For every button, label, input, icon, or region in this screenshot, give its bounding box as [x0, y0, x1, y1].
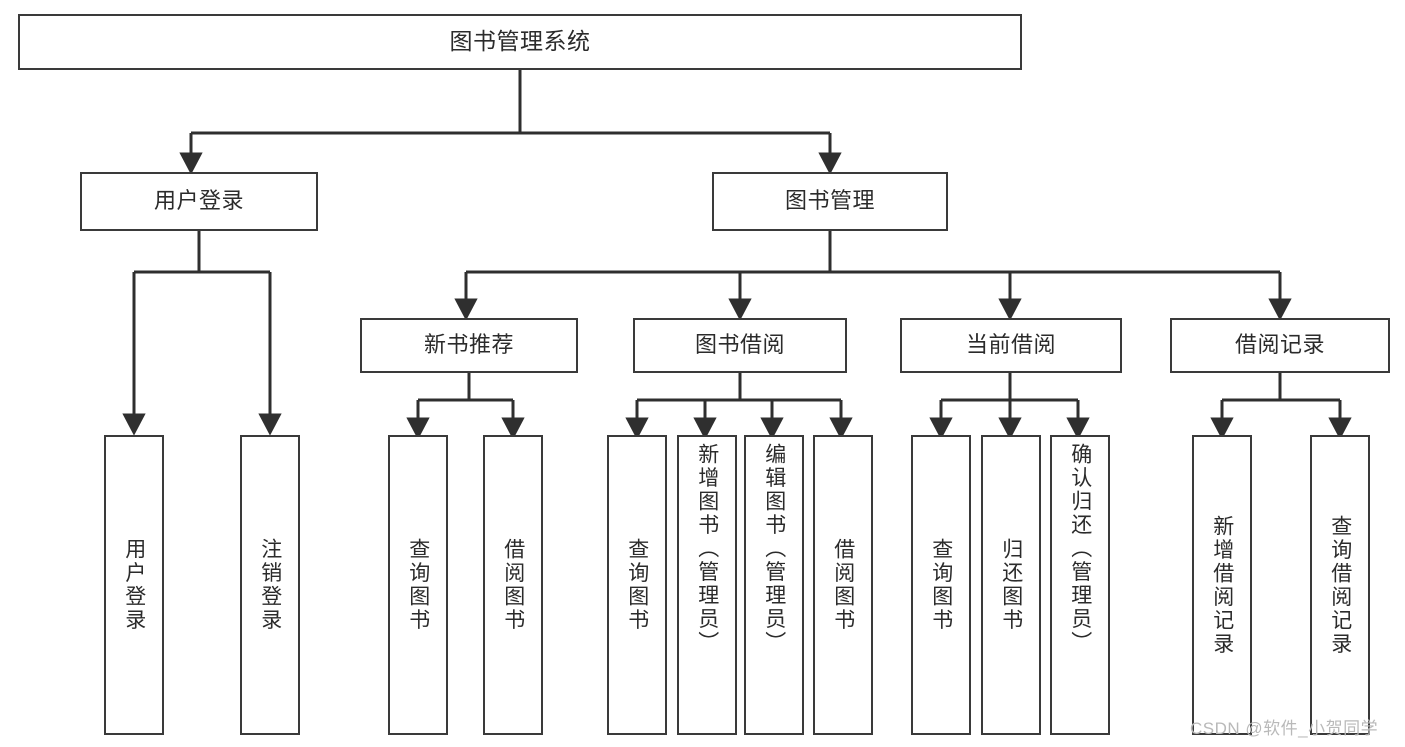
node-label: 借阅图书 — [831, 538, 855, 632]
node-label: 查询图书 — [929, 538, 953, 632]
node-leaf-query-book-3[interactable]: 查询图书 — [911, 435, 971, 735]
node-leaf-user-login[interactable]: 用户登录 — [104, 435, 164, 735]
node-label: 新增借阅记录 — [1210, 514, 1234, 656]
node-label: 用户登录 — [153, 188, 244, 214]
node-leaf-logout[interactable]: 注销登录 — [240, 435, 300, 735]
node-book-management-system[interactable]: 图书管理系统 — [18, 14, 1022, 70]
node-leaf-query-record[interactable]: 查询借阅记录 — [1310, 435, 1370, 735]
node-label: 图书管理 — [784, 188, 875, 214]
node-leaf-query-book-1[interactable]: 查询图书 — [388, 435, 448, 735]
node-user-login[interactable]: 用户登录 — [80, 172, 318, 231]
node-borrowing-records[interactable]: 借阅记录 — [1170, 318, 1390, 373]
node-leaf-borrow-book-2[interactable]: 借阅图书 — [813, 435, 873, 735]
node-label: 图书借阅 — [694, 332, 785, 358]
node-label: 借阅图书 — [501, 538, 525, 632]
node-label: 借阅记录 — [1234, 332, 1325, 358]
node-label: 查询借阅记录 — [1328, 514, 1352, 656]
node-current-borrowing[interactable]: 当前借阅 — [900, 318, 1122, 373]
node-leaf-query-book-2[interactable]: 查询图书 — [607, 435, 667, 735]
node-label: 查询图书 — [406, 538, 430, 632]
node-book-borrowing[interactable]: 图书借阅 — [633, 318, 847, 373]
node-label: 用户登录 — [122, 538, 146, 632]
node-leaf-borrow-book-1[interactable]: 借阅图书 — [483, 435, 543, 735]
node-leaf-add-book[interactable]: 新增图书（管理员） — [677, 435, 737, 735]
csdn-watermark: CSDN @软件_小贺同学 — [1190, 719, 1379, 738]
node-label: 当前借阅 — [965, 332, 1056, 358]
node-book-management[interactable]: 图书管理 — [712, 172, 948, 231]
node-label: 查询图书 — [625, 538, 649, 632]
node-leaf-edit-book[interactable]: 编辑图书（管理员） — [744, 435, 804, 735]
node-leaf-confirm-return[interactable]: 确认归还（管理员） — [1050, 435, 1110, 735]
node-label: 编辑图书（管理员） — [762, 443, 786, 655]
node-label: 新书推荐 — [423, 332, 514, 358]
node-leaf-add-record[interactable]: 新增借阅记录 — [1192, 435, 1252, 735]
node-label: 归还图书 — [999, 538, 1023, 632]
node-label: 新增图书（管理员） — [695, 443, 719, 655]
node-label: 确认归还（管理员） — [1068, 443, 1092, 655]
node-leaf-return-book[interactable]: 归还图书 — [981, 435, 1041, 735]
node-label: 注销登录 — [258, 538, 282, 632]
node-label: 图书管理系统 — [449, 28, 591, 55]
node-new-book-recommendation[interactable]: 新书推荐 — [360, 318, 578, 373]
